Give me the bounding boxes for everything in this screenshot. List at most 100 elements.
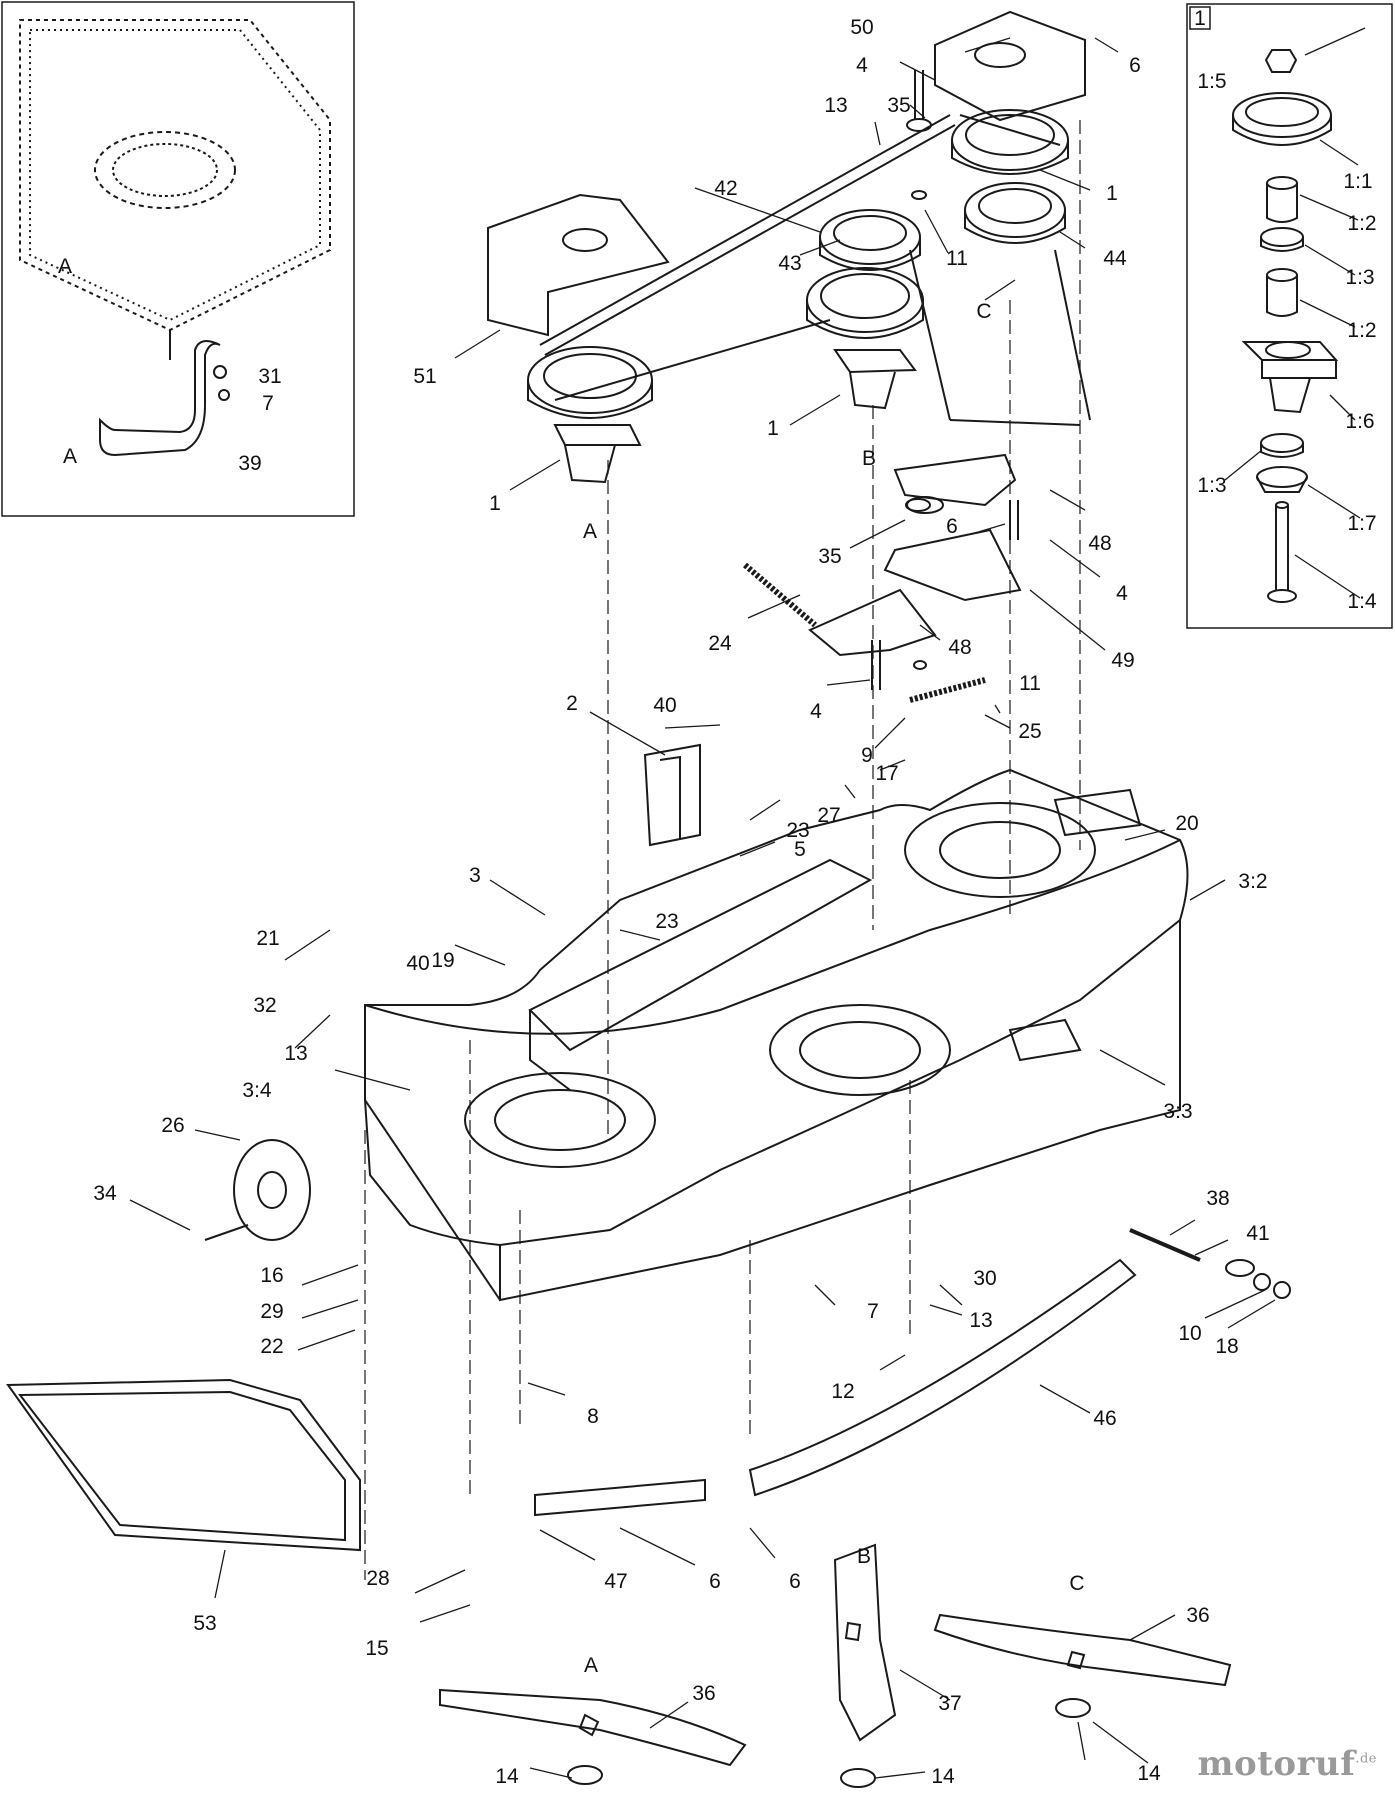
callout-5: 1: [1106, 182, 1118, 205]
callout-61: 6: [709, 1570, 721, 1593]
callout-52: 13: [969, 1309, 992, 1332]
callout-19: 4: [1116, 582, 1128, 605]
callout-2: 6: [1129, 54, 1141, 77]
callout-58: 46: [1093, 1407, 1116, 1430]
callout-32: 5: [794, 838, 806, 861]
frame-callout-0: A: [58, 255, 72, 278]
callout-38: 19: [431, 949, 454, 972]
callout-14: 1: [489, 492, 501, 515]
callout-66: C: [1069, 1572, 1084, 1595]
callout-40: 40: [406, 952, 429, 975]
callout-4: 13: [824, 94, 847, 117]
spindle-callout-1: 1:1: [1343, 170, 1372, 193]
callout-59: 6: [789, 1570, 801, 1593]
callout-12: 1: [767, 417, 779, 440]
callout-37: 23: [655, 910, 678, 933]
callout-0: 50: [850, 16, 873, 39]
callout-10: C: [976, 300, 991, 323]
tractor-frame-inset: [1, 1, 355, 517]
callout-68: 37: [938, 1692, 961, 1715]
spindle-callout-5: 1:6: [1345, 410, 1374, 433]
callout-60: 47: [604, 1570, 627, 1593]
callout-7: 11: [946, 247, 968, 270]
callout-71: 14: [495, 1765, 519, 1788]
callout-1: 4: [856, 54, 868, 77]
callout-56: 12: [831, 1380, 854, 1403]
callout-51: 7: [867, 1300, 879, 1323]
callout-16: 48: [1088, 532, 1111, 555]
callout-43: 3:3: [1163, 1100, 1192, 1123]
callout-69: A: [584, 1654, 598, 1677]
callout-50: 30: [973, 1267, 996, 1290]
callout-65: B: [857, 1545, 871, 1568]
callout-57: 8: [587, 1405, 599, 1428]
watermark-logo: motoruf.de: [1198, 1744, 1377, 1784]
spindle-inset-tag: 1: [1194, 7, 1206, 30]
callout-11: 51: [413, 365, 436, 388]
watermark-suffix: .de: [1355, 1751, 1377, 1767]
callout-67: 36: [1186, 1604, 1209, 1627]
callout-20: 24: [708, 632, 732, 655]
callout-55: 22: [260, 1335, 283, 1358]
mower-blades: [439, 1543, 1232, 1788]
callout-25: 2: [566, 692, 578, 715]
belt-drive-assembly: [487, 10, 1091, 703]
callout-28: 9: [861, 744, 873, 767]
watermark-brand: motoruf: [1197, 1744, 1356, 1784]
frame-callout-1: A: [63, 445, 77, 468]
callout-34: 3:2: [1238, 870, 1267, 893]
callout-17: 35: [818, 545, 841, 568]
callout-62: 28: [366, 1567, 389, 1590]
callout-31: 27: [817, 804, 840, 827]
frame-callout-2: 31: [258, 365, 281, 388]
callout-35: 3: [469, 864, 481, 887]
spindle-callout-3: 1:3: [1345, 266, 1374, 289]
callout-41: 13: [284, 1042, 307, 1065]
callout-53: 10: [1178, 1322, 1201, 1345]
mower-deck-shell: [6, 120, 1291, 1580]
spindle-callout-6: 1:3: [1197, 474, 1226, 497]
frame-callout-3: 7: [262, 392, 274, 415]
spindle-callout-4: 1:2: [1347, 319, 1376, 342]
callout-9: 43: [778, 252, 801, 275]
callout-45: 34: [93, 1182, 117, 1205]
callout-29: 17: [875, 762, 898, 785]
spindle-callout-0: 1:5: [1197, 70, 1226, 93]
callout-15: A: [583, 520, 597, 543]
callout-42: 3:4: [242, 1079, 272, 1102]
callout-13: B: [862, 447, 876, 470]
spindle-callout-2: 1:2: [1347, 212, 1376, 235]
callout-36: 21: [256, 927, 279, 950]
spindle-callout-8: 1:4: [1347, 590, 1377, 613]
callout-leaders: [129, 27, 1366, 1779]
callout-8: 44: [1103, 247, 1127, 270]
callout-18: 6: [946, 515, 958, 538]
callout-30: 23: [786, 819, 809, 842]
callout-3: 35: [887, 94, 910, 117]
frame-callout-4: 39: [238, 452, 261, 475]
callout-22: 49: [1111, 649, 1134, 672]
callout-46: 38: [1206, 1187, 1229, 1210]
callout-47: 16: [260, 1264, 283, 1287]
callout-33: 20: [1175, 812, 1198, 835]
callout-44: 26: [161, 1114, 184, 1137]
spindle-inset: [1186, 3, 1393, 629]
callout-26: 40: [653, 694, 676, 717]
callout-63: 15: [365, 1637, 388, 1660]
spindle-callout-7: 1:7: [1347, 512, 1376, 535]
callout-73: 14: [1137, 1762, 1161, 1785]
callout-64: 53: [193, 1612, 216, 1635]
callout-23: 4: [810, 700, 822, 723]
callout-72: 14: [931, 1765, 955, 1788]
callout-48: 41: [1246, 1222, 1269, 1245]
callout-27: 25: [1018, 720, 1041, 743]
callout-21: 48: [948, 636, 971, 659]
callout-24: 11: [1019, 672, 1041, 695]
callout-70: 36: [692, 1682, 715, 1705]
callout-49: 29: [260, 1300, 283, 1323]
callout-39: 32: [253, 994, 276, 1017]
callout-6: 42: [714, 177, 737, 200]
callout-54: 18: [1215, 1335, 1238, 1358]
